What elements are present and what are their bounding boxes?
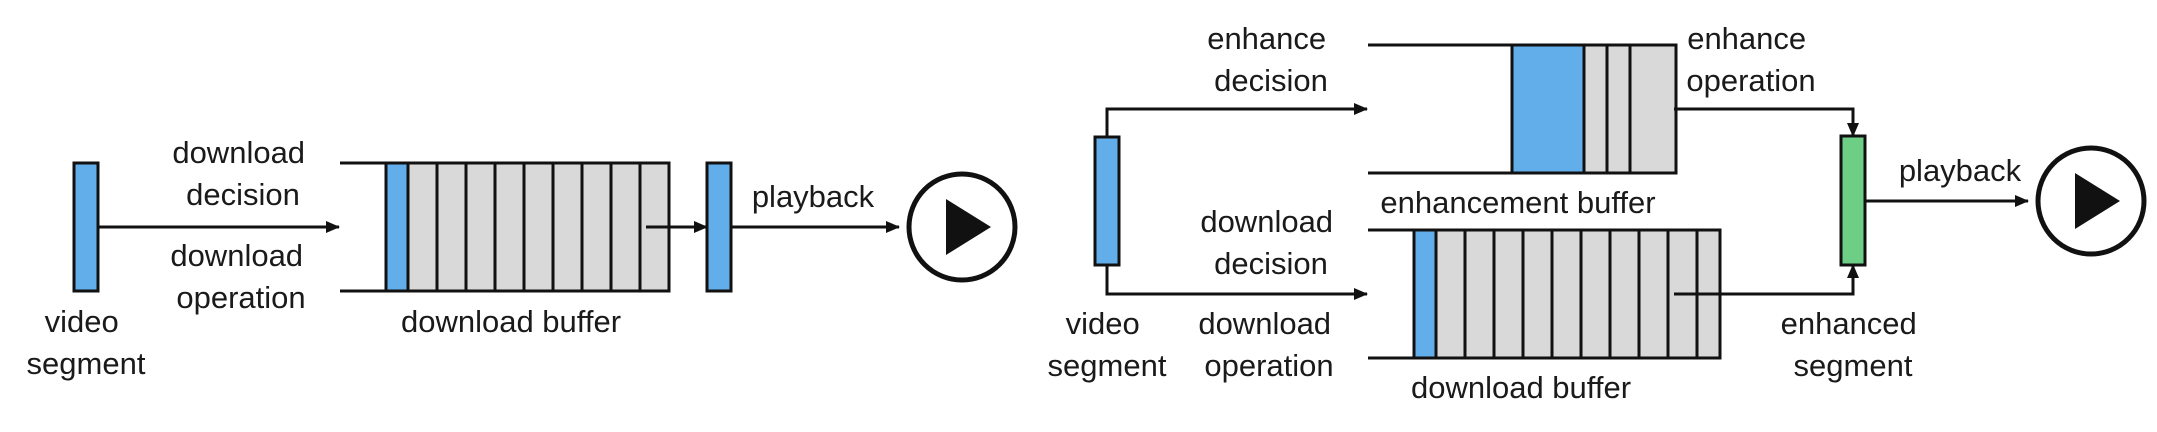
buffer-cell <box>1521 228 1554 360</box>
buffer-cell <box>1605 43 1632 175</box>
buffer-cell <box>384 161 410 293</box>
buffer-cell <box>1434 228 1467 360</box>
video-segment-label: video segment <box>1048 306 1167 383</box>
download-operation-label: download operation <box>1198 306 1339 383</box>
buffer-cell <box>1463 228 1496 360</box>
buffer-cell <box>609 161 642 293</box>
playback-label: playback <box>1899 153 2022 188</box>
download-buffer-label: download buffer <box>1411 370 1631 405</box>
download-buffer-label: download buffer <box>401 304 621 339</box>
buffer-cell <box>1510 43 1586 175</box>
playback-label: playback <box>752 179 875 214</box>
buffer-cell <box>1628 43 1678 175</box>
download-buffer <box>1368 228 1722 360</box>
playback-segment-block <box>705 161 733 293</box>
buffer-cell <box>406 161 439 293</box>
buffer-cell <box>464 161 497 293</box>
buffer-cell <box>1608 228 1641 360</box>
enhance-operation-arrow <box>1674 107 1859 137</box>
enhance-decision-label: enhance decision <box>1207 21 1335 98</box>
enhance-operation-label: enhance operation <box>1686 21 1815 98</box>
buffer-cell <box>1579 228 1612 360</box>
enhanced-segment-block <box>1839 134 1867 267</box>
buffer-cell <box>1582 43 1609 175</box>
right-panel: video segment enhance decision enhance o… <box>1048 21 2147 405</box>
buffer-cell <box>493 161 526 293</box>
download-decision-label: download decision <box>1200 204 1341 281</box>
buffer-cell <box>1412 228 1438 360</box>
buffer-cell <box>580 161 613 293</box>
buffer-cell <box>435 161 468 293</box>
enhance-decision-arrow <box>1105 103 1368 137</box>
video-segment-block <box>72 161 100 293</box>
download-operation-arrow <box>1674 264 1859 296</box>
enhanced-segment-label: enhanced segment <box>1781 306 1926 383</box>
download-decision-label: download decision <box>172 135 313 212</box>
play-icon <box>906 171 1018 283</box>
download-decision-arrow <box>1105 265 1368 300</box>
buffer-cell <box>1550 228 1583 360</box>
enhancement-buffer <box>1368 43 1678 175</box>
video-segment-label: video segment <box>27 304 146 381</box>
buffer-cell <box>1637 228 1670 360</box>
buffer-cell <box>1492 228 1525 360</box>
buffer-cell <box>551 161 584 293</box>
play-icon <box>2035 145 2147 257</box>
download-buffer <box>340 161 671 293</box>
video-segment-block <box>1093 135 1121 267</box>
buffer-cell <box>522 161 555 293</box>
enhancement-buffer-label: enhancement buffer <box>1380 185 1655 220</box>
download-operation-label: download operation <box>170 238 311 315</box>
left-panel: video segment download decision download… <box>27 135 1018 381</box>
